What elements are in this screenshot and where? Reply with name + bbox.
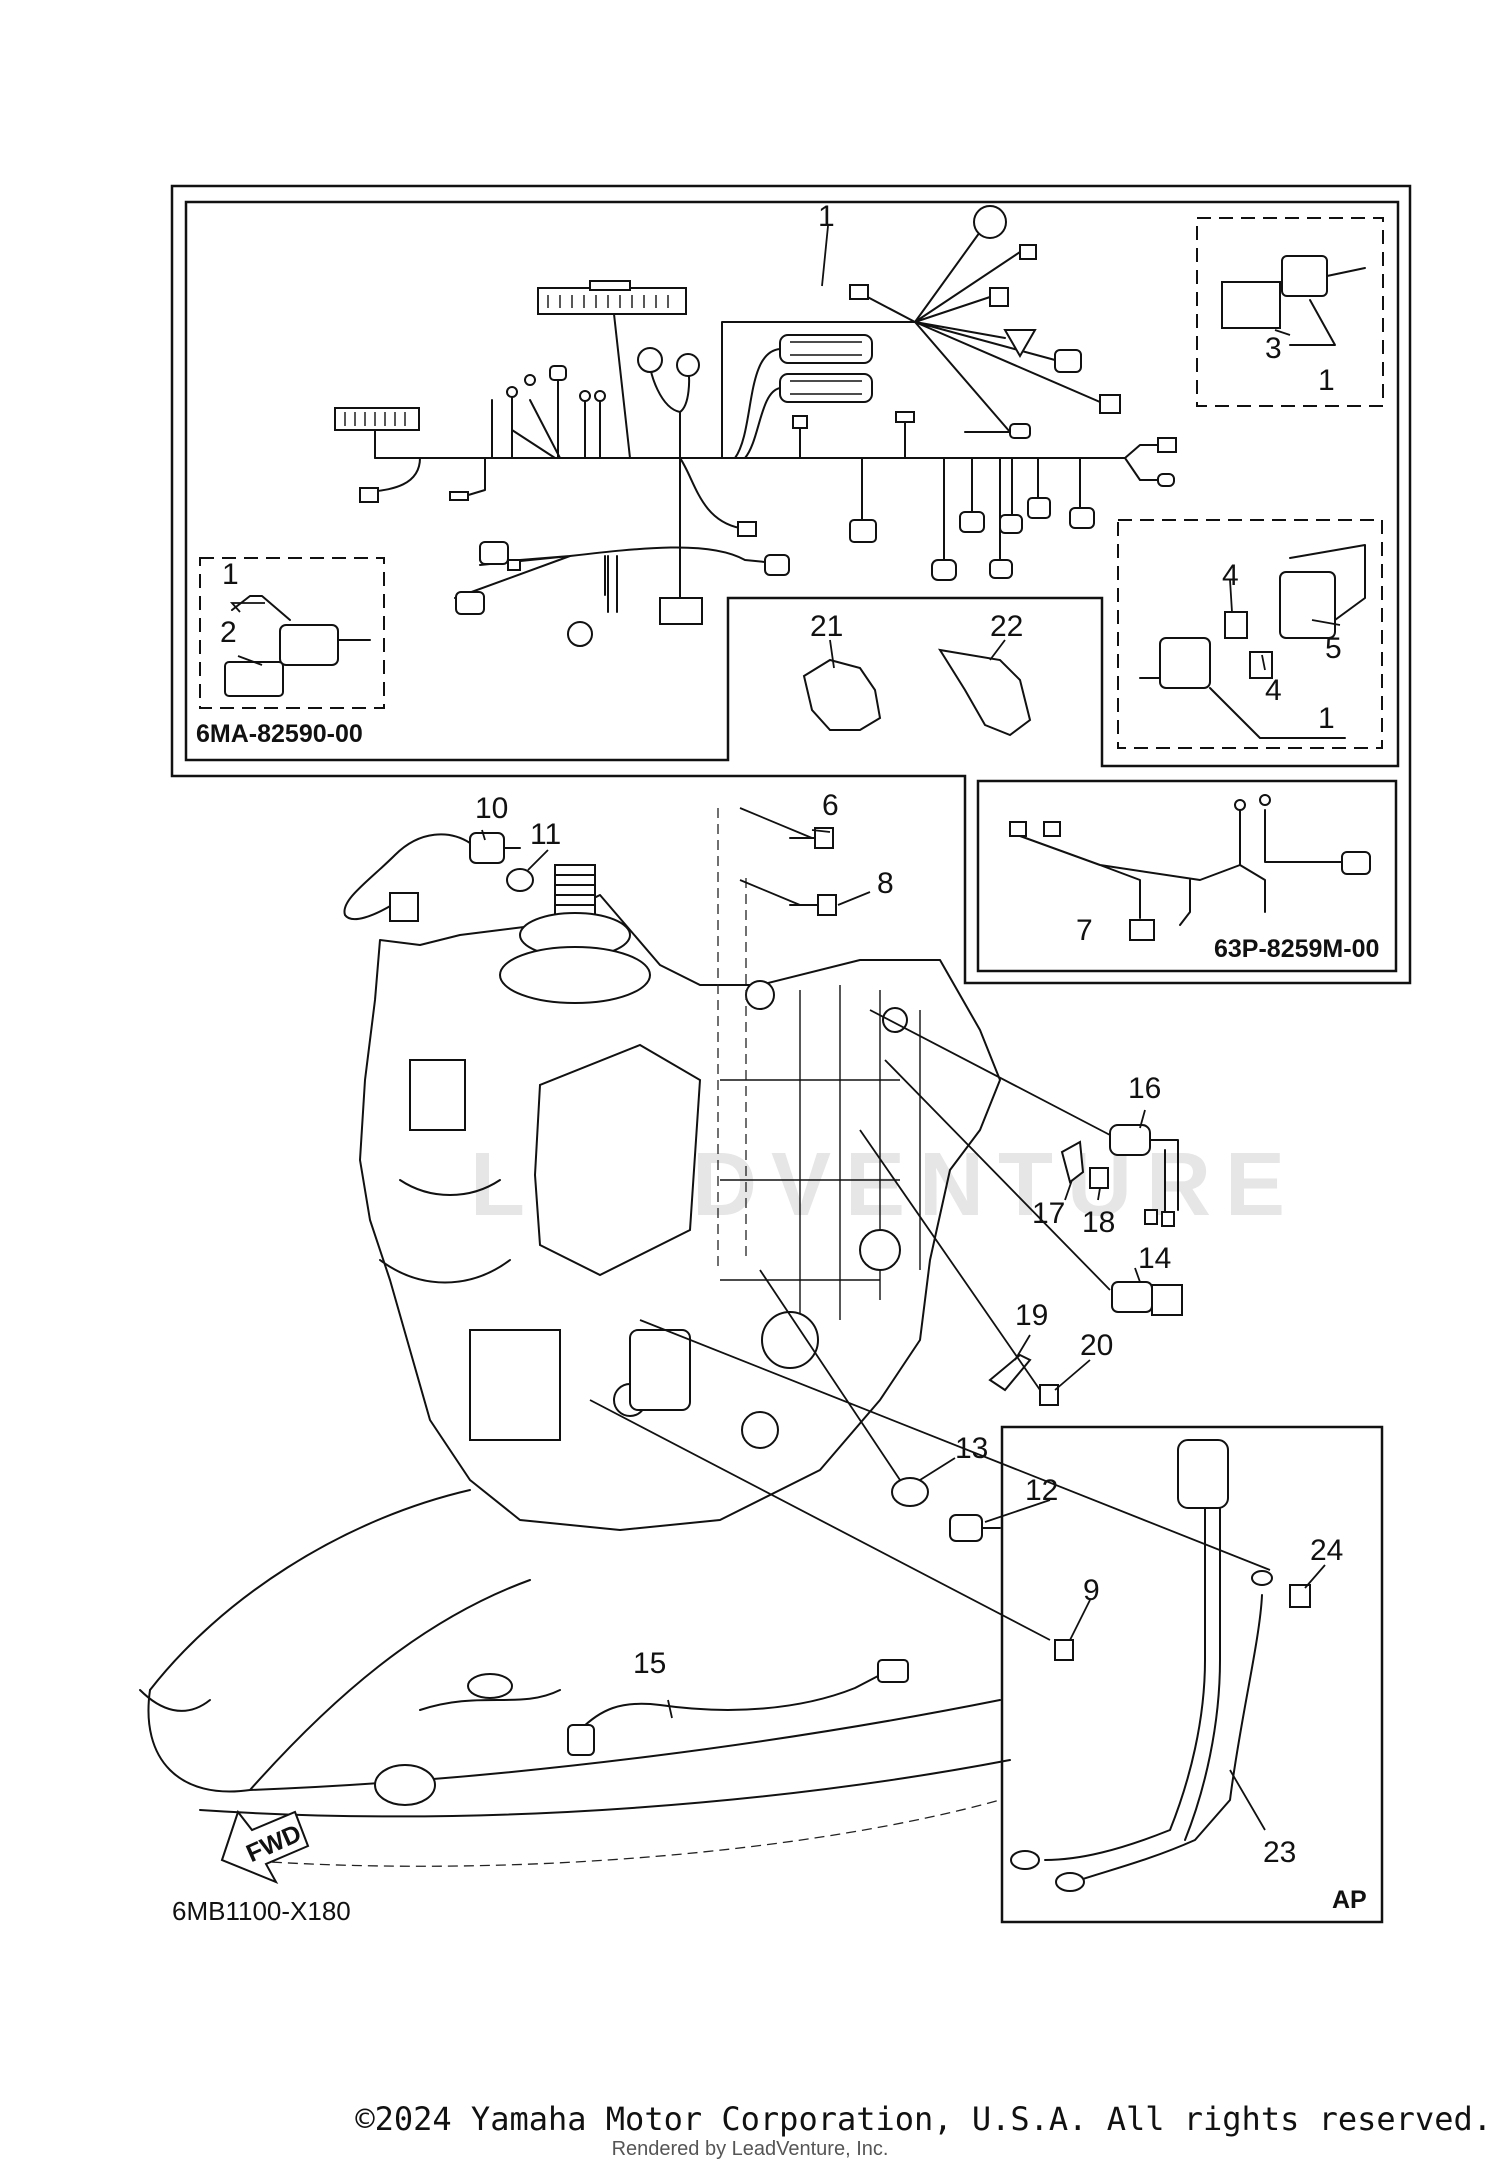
callout-9: 9 (1083, 1574, 1100, 1607)
callout-7: 7 (1076, 914, 1093, 947)
callout-10: 10 (475, 792, 508, 825)
battery-cable-23 (1044, 1507, 1206, 1861)
inset-top-right (1221, 255, 1366, 346)
grommet-13 (891, 1477, 929, 1507)
washer-11 (506, 868, 534, 892)
dashed-box-top-right (1196, 217, 1384, 407)
callout-labels: 1 1 1 1 2 3 4 4 5 6 7 8 9 10 11 12 13 14… (220, 200, 1343, 1869)
inset-6ma (224, 595, 371, 697)
subset-code-6ma: 6MA-82590-00 (196, 720, 363, 748)
callout-19: 19 (1015, 1299, 1048, 1332)
sensor-10-plug (389, 892, 419, 922)
ap-label: AP (1332, 1886, 1367, 1914)
callout-20: 20 (1080, 1329, 1113, 1362)
callout-5: 5 (1325, 632, 1342, 665)
bolt-20 (1039, 1384, 1059, 1406)
battery-terminal-cap (1177, 1439, 1229, 1509)
subset-code-63p: 63P-8259M-00 (1214, 935, 1379, 963)
callout-22: 22 (990, 610, 1023, 643)
dual-connector-lower (779, 373, 873, 403)
dashed-box-left (199, 557, 385, 709)
ecu-connector (537, 287, 687, 315)
dashed-box-mid-right (1117, 519, 1383, 749)
bolt-8 (817, 894, 837, 916)
left-multi-connector (334, 407, 420, 431)
callout-21: 21 (810, 610, 843, 643)
outer-frame (170, 184, 1412, 985)
callout-24: 24 (1310, 1534, 1343, 1567)
callout-1: 1 (1318, 702, 1335, 735)
subset-box-63p (976, 779, 1398, 973)
relay-cap (1221, 281, 1281, 329)
clip-21 (802, 658, 882, 731)
bottom-cowling (139, 1489, 1011, 1867)
clip-22 (937, 648, 1032, 737)
main-wire-harness (334, 205, 1177, 647)
sensor-10 (469, 832, 505, 864)
relay-body (1159, 637, 1211, 689)
callout-4: 4 (1222, 559, 1239, 592)
callout-15: 15 (633, 1647, 666, 1680)
callout-8: 8 (877, 867, 894, 900)
relay-socket (1279, 571, 1336, 639)
sensor-12 (949, 1514, 983, 1542)
inset-connector-male (279, 624, 339, 666)
inset-connector-female (224, 661, 284, 697)
crankshaft-top (554, 864, 596, 921)
copyright-notice: ©2024 Yamaha Motor Corporation, U.S.A. A… (0, 2100, 1500, 2138)
engine-outline (359, 894, 1001, 1531)
round-connector-top (973, 205, 1007, 239)
callout-1: 1 (1318, 364, 1335, 397)
bracket-17 (1060, 1140, 1085, 1184)
callout-14: 14 (1138, 1242, 1171, 1275)
ap-box (1000, 1425, 1384, 1924)
triangular-connector (1003, 329, 1037, 359)
callout-13: 13 (955, 1432, 988, 1465)
inner-frame (184, 200, 1400, 768)
bolt-9 (1054, 1639, 1074, 1661)
clips (802, 648, 1032, 737)
bracket-19 (988, 1353, 1032, 1392)
relay-connector (1281, 255, 1328, 297)
leader-lines (229, 225, 1341, 1831)
engine-block (359, 864, 1001, 1531)
callout-12: 12 (1025, 1474, 1058, 1507)
ap-frame (1000, 1425, 1384, 1924)
sensors (343, 827, 1183, 1756)
harness-15-clip (567, 1724, 595, 1756)
callout-1: 1 (818, 200, 835, 233)
sensor-14 (1111, 1281, 1153, 1313)
callout-11: 11 (530, 818, 561, 851)
fwd-arrow: FWD (220, 1809, 310, 1884)
harness-15-connector (877, 1659, 909, 1683)
bolt-24 (1289, 1584, 1311, 1608)
callout-23: 23 (1263, 1836, 1296, 1869)
callout-4: 4 (1265, 674, 1282, 707)
callout-18: 18 (1082, 1206, 1115, 1239)
callout-2: 2 (220, 616, 237, 649)
harness-panel (170, 184, 1412, 985)
callout-1: 1 (222, 558, 239, 591)
sensor-16 (1109, 1124, 1151, 1156)
dual-connector-upper (779, 334, 873, 364)
inset-63p (1009, 794, 1371, 941)
ecu-box (533, 1043, 702, 1277)
callout-17: 17 (1032, 1197, 1065, 1230)
callout-3: 3 (1265, 332, 1282, 365)
ecu-connector-tab (589, 280, 631, 291)
callout-16: 16 (1128, 1072, 1161, 1105)
drawing-id: 6MB1100-X180 (172, 1896, 351, 1926)
callout-6: 6 (822, 789, 839, 822)
rendered-by-notice: Rendered by LeadVenture, Inc. (611, 2138, 889, 2160)
bolt-6 (814, 827, 834, 849)
bolt-18 (1089, 1167, 1109, 1189)
copyright-text: ©2024 Yamaha Motor Corporation, U.S.A. A… (355, 2100, 1492, 2138)
